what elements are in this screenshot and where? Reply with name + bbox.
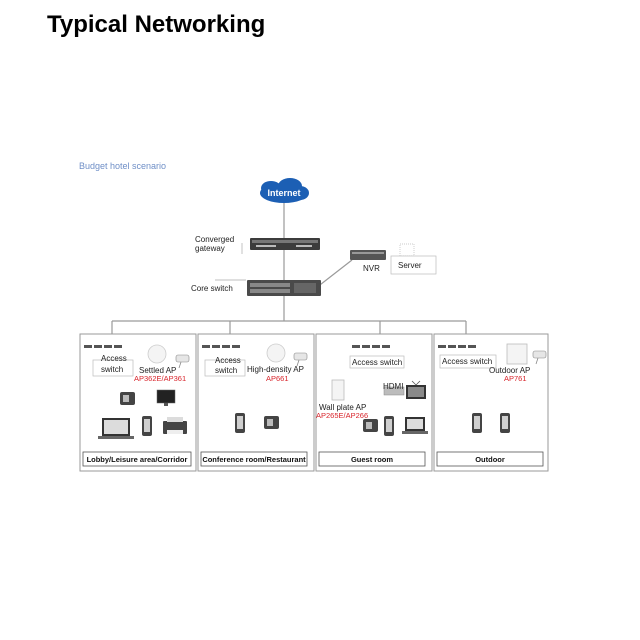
- monitor-icon: [156, 389, 176, 406]
- outdoor-switch-label: Access switch: [442, 357, 492, 366]
- outdoor-ap-label: Outdoor AP: [489, 366, 530, 375]
- set-top-box-icon: [383, 386, 405, 396]
- internet-label: Internet: [267, 188, 300, 198]
- mobile-phone-icon: [384, 416, 394, 436]
- phone-icon: [120, 392, 135, 405]
- high-density-ap-icon: [266, 343, 286, 363]
- core-switch-icon: [247, 280, 321, 296]
- zone-name-conference: Conference room/Restaurant: [202, 455, 306, 464]
- conference-switch-label-line1: Access: [215, 356, 241, 365]
- laptop-icon: [98, 418, 134, 439]
- converged-gateway-label-line2: gateway: [195, 244, 225, 253]
- server-icon: [399, 243, 415, 257]
- mobile-phone-icon: [142, 416, 152, 436]
- converged-gateway-label-line1: Converged: [195, 235, 234, 244]
- settled-ap-model: AP362E/AP361: [134, 374, 186, 383]
- zone-name-lobby: Lobby/Leisure area/Corridor: [87, 455, 188, 464]
- wall-plate-ap-label: Wall plate AP: [319, 403, 366, 412]
- high-density-ap-label: High-density AP: [247, 365, 304, 374]
- camera-icon: [532, 350, 547, 365]
- wall-plate-ap-icon: [331, 379, 345, 401]
- zone-panel-outdoor: Access switch Outdoor AP AP761 Outdoor: [433, 333, 549, 472]
- page-title: Typical Networking: [47, 11, 266, 38]
- settled-ap-icon: [147, 344, 167, 364]
- zone-panel-lobby: Access switch Settled AP AP362E/AP361: [79, 333, 197, 472]
- nvr-label: NVR: [363, 264, 380, 273]
- settled-ap-label: Settled AP: [139, 366, 176, 375]
- mobile-phone-icon: [472, 413, 482, 433]
- zone-name-outdoor: Outdoor: [475, 455, 505, 464]
- laptop-icon: [402, 417, 428, 434]
- zone-name-guest-room: Guest room: [351, 455, 393, 464]
- core-switch-label: Core switch: [191, 284, 233, 293]
- wall-plate-ap-model: AP265E/AP266: [316, 411, 368, 420]
- lobby-switch-label-line1: Access: [101, 354, 127, 363]
- camera-icon: [175, 354, 190, 369]
- outdoor-ap-model: AP761: [504, 374, 527, 383]
- server-label: Server: [398, 261, 422, 270]
- mobile-phone-icon: [235, 413, 245, 433]
- zone-panel-guest-room: Access switch HDMI Wall plate AP AP265E/…: [315, 333, 433, 472]
- outdoor-ap-icon: [506, 343, 528, 365]
- tv-icon: [406, 380, 426, 399]
- printer-icon: [163, 417, 187, 434]
- scenario-label: Budget hotel scenario: [79, 161, 166, 171]
- conference-switch-label-line2: switch: [215, 366, 237, 375]
- phone-icon: [264, 416, 279, 429]
- zone-panel-conference: Access switch High-density AP AP661 Conf…: [197, 333, 315, 472]
- high-density-ap-model: AP661: [266, 374, 289, 383]
- mobile-phone-icon: [500, 413, 510, 433]
- phone-icon: [363, 419, 378, 432]
- internet-cloud-icon: [260, 178, 309, 203]
- lobby-switch-label-line2: switch: [101, 365, 123, 374]
- nvr-icon: [350, 250, 386, 260]
- converged-gateway-icon: [250, 238, 320, 250]
- camera-icon: [293, 352, 308, 367]
- guest-switch-label: Access switch: [352, 358, 402, 367]
- hdmi-label: HDMI: [383, 382, 403, 391]
